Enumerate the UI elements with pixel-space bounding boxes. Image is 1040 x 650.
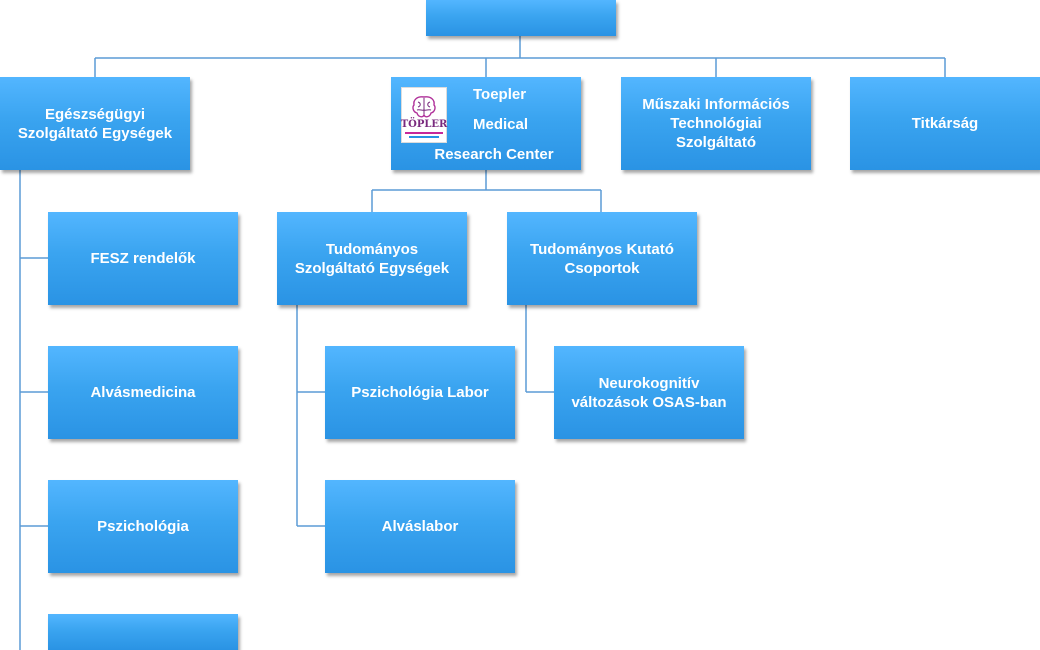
org-node-sleep-lab-label: Alváslabor <box>381 518 459 535</box>
org-node-psychology-label: Pszichológia <box>97 518 189 535</box>
org-node-tech-line2: Technológiai <box>670 115 762 132</box>
org-node-psych-lab: Pszichológia Labor <box>325 346 515 439</box>
org-node-root <box>426 0 616 36</box>
org-node-psych-lab-label: Pszichológia Labor <box>351 384 489 401</box>
org-node-tech-line1: Műszaki Információs <box>642 96 790 113</box>
org-node-toepler-line1: Toepler <box>473 86 527 103</box>
org-node-neuro-line2: változások OSAS-ban <box>571 393 727 411</box>
org-node-tech-services: Műszaki Információs Technológiai Szolgál… <box>621 77 811 170</box>
org-node-tech-line3: Szolgáltató <box>675 134 756 151</box>
org-node-sci-research-line2: Csoportok <box>564 259 640 277</box>
brain-logo-graphic <box>412 96 436 118</box>
org-node-sci-services-line2: Szolgáltató Egységek <box>294 259 450 277</box>
org-node-sleep-medicine-label: Alvásmedicina <box>90 384 196 401</box>
logo-rule <box>405 132 443 134</box>
org-node-sci-research: Tudományos Kutató Csoportok <box>507 212 697 305</box>
org-node-toepler-line2: Medical <box>473 116 529 133</box>
org-node-sci-services-line1: Tudományos <box>325 240 419 258</box>
org-node-health-services: Egészségügyi Szolgáltató Egységek <box>0 77 190 170</box>
org-node-fesz: FESZ rendelők <box>48 212 238 305</box>
org-node-toepler-line3: Research Center <box>434 146 554 163</box>
org-node-unlabeled-bottom <box>48 614 238 650</box>
org-node-sleep-lab: Alváslabor <box>325 480 515 573</box>
org-node-fesz-label: FESZ rendelők <box>90 250 196 267</box>
org-node-neurocognitive: Neurokognitív változások OSAS-ban <box>554 346 744 439</box>
org-node-sci-services: Tudományos Szolgáltató Egységek <box>277 212 467 305</box>
org-node-sleep-medicine: Alvásmedicina <box>48 346 238 439</box>
org-node-psychology: Pszichológia <box>48 480 238 573</box>
org-node-health-line2: Szolgáltató Egységek <box>17 124 173 142</box>
org-node-secretariat: Titkárság <box>850 77 1040 170</box>
org-node-health-line1: Egészségügyi <box>44 105 146 123</box>
org-node-toepler: TÖPLER Toepler Medical Research Center <box>391 77 581 170</box>
org-node-sci-research-line1: Tudományos Kutató <box>530 240 674 258</box>
org-node-toepler-text: Toepler Medical Research Center <box>434 81 575 166</box>
org-node-neuro-line1: Neurokognitív <box>598 374 700 392</box>
logo-rule-accent <box>409 136 439 138</box>
org-node-secretariat-label: Titkárság <box>911 115 979 132</box>
brain-logo-icon: TÖPLER <box>401 87 447 143</box>
logo-text: TÖPLER <box>400 119 448 130</box>
